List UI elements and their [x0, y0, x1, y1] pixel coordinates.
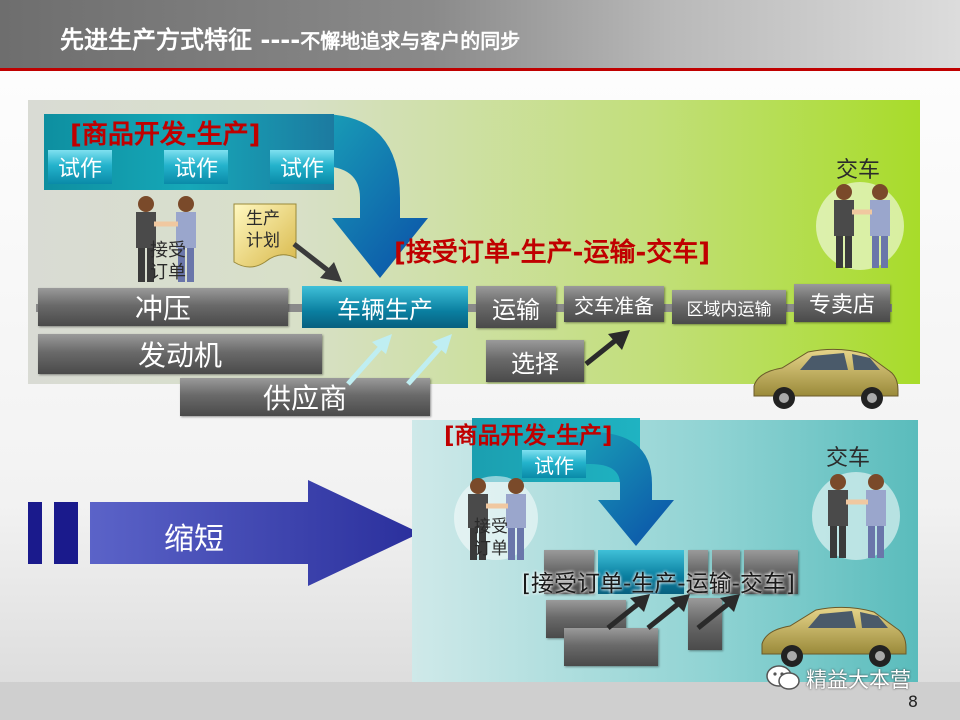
mini-stage-1	[544, 550, 594, 594]
stage-stamping: 冲压	[38, 288, 288, 326]
handshake-label-line1: 接受	[150, 240, 186, 261]
trial-box-3: 试作	[270, 150, 334, 184]
mini-stage-production	[598, 550, 684, 594]
shorten-bar-2	[54, 502, 78, 564]
supply-arrows	[346, 334, 452, 386]
stage-selection: 选择	[486, 340, 584, 382]
production-plan-label: 生产 计划	[246, 208, 280, 252]
watermark: 精益大本营	[806, 668, 911, 692]
delivery-handshake-icon	[816, 182, 904, 270]
stage-supplier: 供应商	[180, 378, 430, 416]
trial-box-1: 试作	[48, 150, 112, 184]
stage-regional-transport: 区域内运输	[672, 290, 786, 324]
handshake-label-line2: 订单	[150, 262, 186, 283]
footer-bar	[0, 682, 960, 720]
car-icon	[753, 348, 899, 409]
title-bar	[0, 0, 960, 68]
handshake-label: 接受 订单	[150, 240, 186, 284]
production-plan-line2: 计划	[246, 231, 280, 251]
title-main: 先进生产方式特征 ----	[60, 26, 301, 54]
shorten-arrow	[90, 480, 420, 586]
mini-stage-4	[744, 550, 798, 594]
mini-stage-3	[712, 550, 740, 594]
page-number: 8	[907, 692, 918, 711]
stage-delivery-prep: 交车准备	[564, 286, 664, 322]
order-flow-label-bottom: [接受订单-生产-运输-交车]	[522, 571, 795, 597]
handshake-icon	[136, 196, 196, 282]
wechat-icon	[766, 665, 800, 690]
order-flow-label: [接受订单-生产-运输-交车]	[394, 238, 711, 268]
stage-vehicle-production: 车辆生产	[302, 286, 468, 328]
product-dev-label-bottom: [商品开发-生产]	[444, 423, 613, 449]
plan-arrow	[292, 242, 342, 282]
stage-transport: 运输	[476, 286, 556, 328]
trial-box-2: 试作	[164, 150, 228, 184]
production-plan-line1: 生产	[246, 209, 280, 229]
handshake-label-bottom-line1: 接受	[474, 517, 508, 537]
handshake-icon-bottom	[454, 476, 538, 560]
stage-dealer: 专卖店	[794, 284, 890, 322]
document-icon	[233, 203, 297, 268]
product-dev-label: [商品开发-生产]	[70, 120, 261, 150]
title-divider	[0, 68, 960, 71]
handshake-label-bottom: 接受 订单	[474, 516, 508, 560]
trial-box-bottom: 试作	[522, 450, 586, 478]
page-title: 先进生产方式特征 ----不懈地追求与客户的同步	[60, 20, 520, 55]
mini-stage-6	[564, 628, 658, 666]
shorten-label: 缩短	[164, 522, 224, 557]
title-subtitle: 不懈地追求与客户的同步	[300, 29, 521, 53]
mini-flow-arrows	[606, 594, 740, 630]
curved-arrow-bottom	[560, 432, 674, 546]
selection-arrow	[584, 330, 630, 366]
mini-stage-2	[688, 550, 708, 594]
delivery-label: 交车	[836, 158, 881, 183]
shorten-bar-1	[28, 502, 42, 564]
stage-engine: 发动机	[38, 334, 322, 374]
handshake-label-bottom-line2: 订单	[474, 539, 508, 559]
delivery-handshake-icon-bottom	[812, 472, 900, 560]
delivery-label-bottom: 交车	[826, 446, 871, 471]
car-icon-bottom	[761, 606, 907, 667]
